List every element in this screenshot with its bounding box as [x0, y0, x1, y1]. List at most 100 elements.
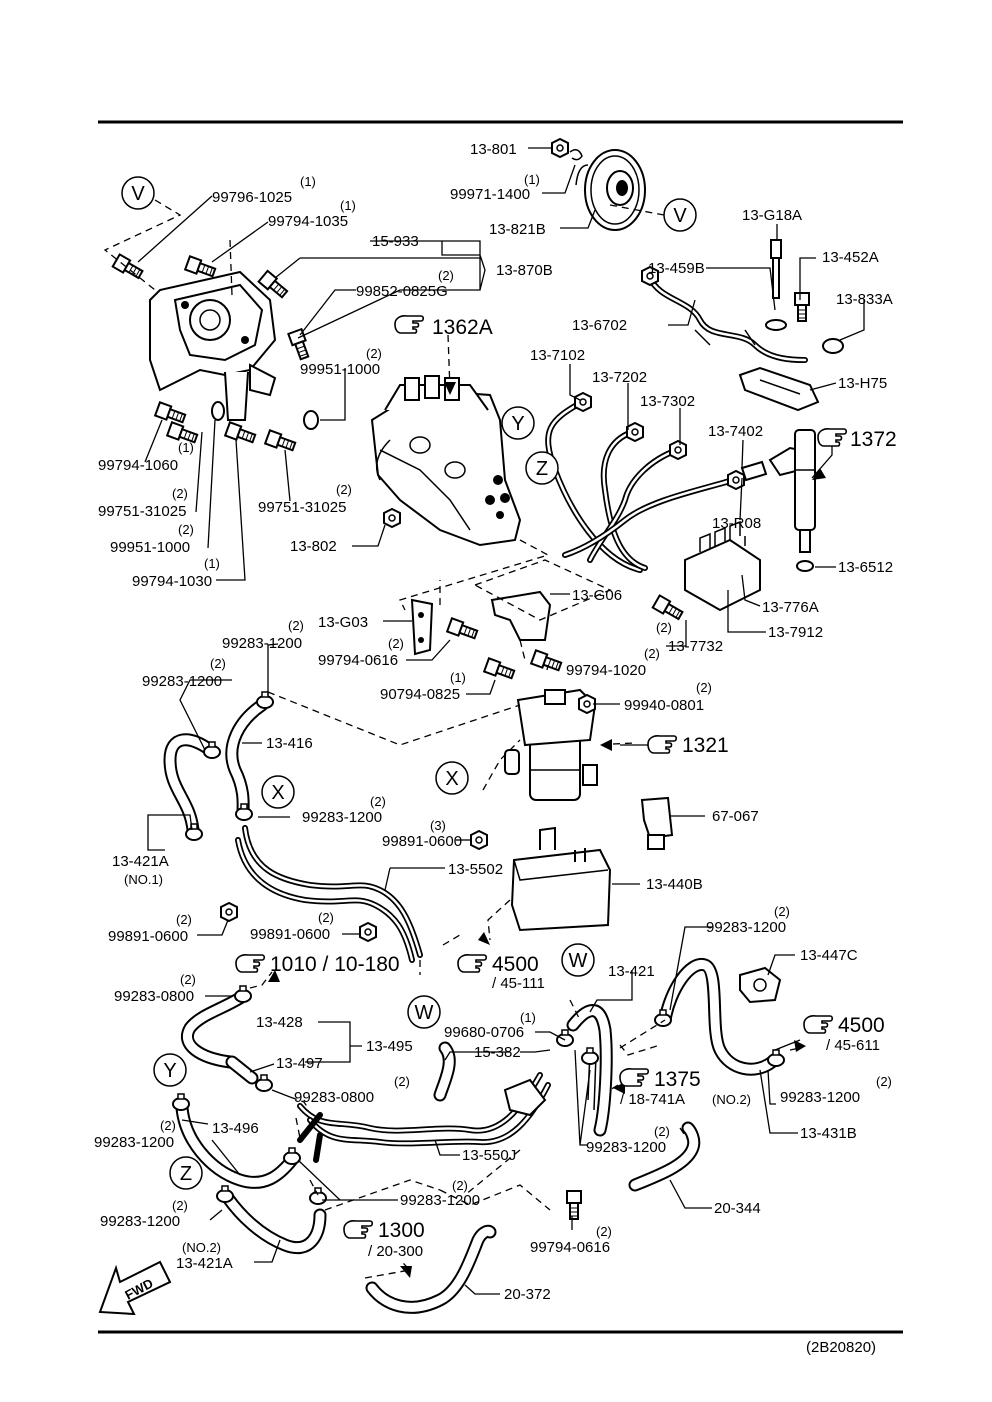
circle-ref-Z-bottom: Z: [169, 1156, 203, 1190]
label-99794-0616-a: 99794-0616: [318, 652, 398, 669]
label-13-870B: 13-870B: [496, 262, 553, 279]
label-13-G03: 13-G03: [318, 614, 368, 631]
clamp-99680-0706: [556, 1029, 574, 1047]
label-13-421A-no1: 13-421A: [112, 853, 169, 870]
circle-ref-letter: W: [415, 1002, 434, 1024]
ref-1300-sub: / 20-300: [368, 1243, 423, 1260]
bolt-99794-1035: [184, 255, 218, 281]
label-13-431B: 13-431B: [800, 1125, 857, 1142]
ref-1372: 1372: [850, 428, 897, 451]
circle-ref-letter: X: [445, 768, 458, 790]
leak-off-pipe-13-6702: [647, 275, 808, 363]
bracket-13-G06: [490, 590, 552, 641]
bolt-99794-1030: [224, 421, 258, 447]
qty-99794-0616-a: (2): [388, 636, 404, 651]
injection-pump: [370, 375, 522, 547]
label-20-344: 20-344: [714, 1200, 761, 1217]
qty-13-421A-no2: (NO.2): [182, 1240, 221, 1255]
qty-99891-0600-c: (2): [318, 910, 334, 925]
hand-pointer-icon: [817, 428, 848, 447]
hose-15-382: [433, 1041, 456, 1102]
label-99283-0800-a: 99283-0800: [114, 988, 194, 1005]
label-99794-1035: 99794-1035: [268, 213, 348, 230]
label-13-6702: 13-6702: [572, 317, 627, 334]
hose-13-496: [175, 1101, 299, 1189]
label-99971-1400: 99971-1400: [450, 186, 530, 203]
circle-ref-letter: Y: [163, 1060, 176, 1082]
pulley-key: [569, 149, 583, 161]
washer-99951-1000-b: [211, 401, 225, 421]
label-99283-1200-i: 99283-1200: [100, 1213, 180, 1230]
label-13-5502: 13-5502: [448, 861, 503, 878]
label-13-428: 13-428: [256, 1014, 303, 1031]
label-13-459B: 13-459B: [648, 260, 705, 277]
qty-99283-1200-a: (2): [288, 618, 304, 633]
washer-13-452A: [765, 319, 787, 331]
label-99794-0616-b: 99794-0616: [530, 1239, 610, 1256]
washer-99951-1000-a: [303, 410, 319, 430]
label-13-7302: 13-7302: [640, 393, 695, 410]
label-13-550J: 13-550J: [462, 1147, 516, 1164]
clamp-99283-0800-a: [234, 985, 252, 1003]
sedimenter-13-440B: [510, 826, 612, 932]
label-99951-1000-b: 99951-1000: [110, 539, 190, 556]
label-13-421A-no2: 13-421A: [176, 1255, 233, 1272]
nut-13-7102: [574, 392, 592, 412]
pulley-nut: [551, 138, 569, 158]
part-labels: 13-801 (1) 99971-1400 13-821B (1) 99796-…: [94, 141, 893, 1303]
forward-direction-arrow: FWD: [98, 1260, 172, 1316]
bracket-13-H75: [738, 366, 820, 412]
label-13-497: 13-497: [276, 1055, 323, 1072]
connector-67-067: [640, 796, 674, 850]
qty-99951-1000-a: (2): [366, 346, 382, 361]
qty-99283-1200-f: (2): [160, 1118, 176, 1133]
label-99283-1200-e: 99283-1200: [780, 1089, 860, 1106]
label-20-372: 20-372: [504, 1286, 551, 1303]
circle-ref-letter: Y: [511, 413, 524, 435]
clamp-99283-1200-h1: [283, 1147, 301, 1165]
label-13-421: 13-421: [608, 963, 655, 980]
label-13-7402: 13-7402: [708, 423, 763, 440]
circle-ref-Z-top: Z: [525, 451, 559, 485]
label-13-833A: 13-833A: [836, 291, 893, 308]
label-99283-1200-a: 99283-1200: [222, 635, 302, 652]
bleeder-13-G18A: [770, 239, 782, 299]
label-99680-0706: 99680-0706: [444, 1024, 524, 1041]
nut-13-7202: [626, 422, 644, 442]
hose-13-431B: [658, 958, 779, 1076]
qty-99283-1200-c: (2): [370, 794, 386, 809]
circle-ref-V-pulley: V: [663, 198, 697, 232]
leader-lines: [137, 147, 865, 1295]
fuel-filter: [504, 688, 598, 801]
pipe-clamp-13-776A: [684, 520, 761, 612]
label-99283-1200-c: 99283-1200: [302, 809, 382, 826]
hand-pointer-icon: [457, 954, 488, 973]
label-99852-0825G: 99852-0825G: [356, 283, 448, 300]
circle-ref-X-hose: X: [261, 775, 295, 809]
label-13-447C: 13-447C: [800, 947, 858, 964]
circle-ref-letter: Z: [536, 458, 548, 480]
ref-4500-b-sub: / 45-611: [826, 1037, 880, 1054]
label-13-821B: 13-821B: [489, 221, 546, 238]
label-99796-1025: 99796-1025: [212, 189, 292, 206]
bolt-99794-0616-a: [446, 617, 480, 643]
pipe-13-550J: [297, 1072, 551, 1163]
joint-block: [503, 1078, 547, 1117]
label-99283-1200-f: 99283-1200: [94, 1134, 174, 1151]
ref-1375-sub: / 18-741A: [620, 1091, 685, 1108]
ref-1375-no: (NO.2): [712, 1092, 751, 1107]
label-13-776A: 13-776A: [762, 599, 819, 616]
hand-pointer-icon: [803, 1015, 834, 1034]
hand-pointer-icon: [235, 954, 266, 973]
ref-4500-b: 4500: [838, 1014, 885, 1037]
qty-99794-1030: (1): [204, 556, 220, 571]
ref-1321: 1321: [682, 734, 729, 757]
pipe-13-5502: [235, 825, 423, 963]
circle-ref-letter: W: [569, 950, 588, 972]
label-13-802: 13-802: [290, 538, 337, 555]
hose-13-421A-no2: [221, 1191, 327, 1255]
hose-13-428: [181, 991, 247, 1069]
label-99283-1200-g: 99283-1200: [586, 1139, 666, 1156]
qty-99794-1035: (1): [340, 198, 356, 213]
bolt-99751-31025-b: [264, 429, 298, 455]
